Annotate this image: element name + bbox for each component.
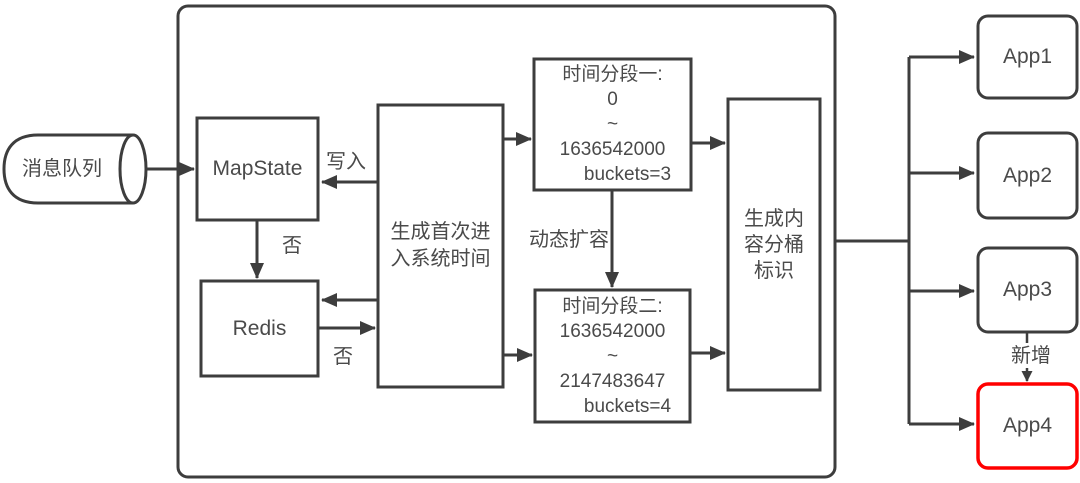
edge-label-no-mapstate: 否 <box>282 235 302 257</box>
gen-first-time-line2: 入系统时间 <box>390 248 491 270</box>
segment2-label: 时间分段二: 1636542000 ~ 2147483647 buckets=4 <box>535 294 690 422</box>
app2-label: App2 <box>1002 163 1053 187</box>
edge-label-dynamic-expand: 动态扩容 <box>529 229 609 251</box>
mapstate-label: MapState <box>212 157 303 181</box>
bucket-id-line3: 标识 <box>754 259 794 282</box>
edge-label-no-redis: 否 <box>333 346 353 368</box>
segment1-title: 时间分段一: <box>562 64 663 85</box>
segment1-buckets: buckets=3 <box>583 164 672 185</box>
edge-label-newly-added: 新增 <box>1005 343 1057 368</box>
bucket-id-line1: 生成内 <box>744 207 804 230</box>
segment2-buckets: buckets=4 <box>583 396 672 417</box>
gen-first-time-line1: 生成首次进 <box>390 221 491 243</box>
segment2-title: 时间分段二: <box>562 296 663 317</box>
app1-label: App1 <box>1002 45 1053 69</box>
edge-label-write-in: 写入 <box>326 151 366 173</box>
app3-label: App3 <box>1002 278 1053 302</box>
node-gen-first-time-box <box>376 103 505 389</box>
gen-first-time-label: 生成首次进 入系统时间 <box>378 105 503 387</box>
node-app2-box <box>976 131 1079 220</box>
node-mapstate-box <box>195 116 320 222</box>
node-app4-box-highlighted <box>976 382 1079 470</box>
node-bucket-id-box <box>726 97 822 392</box>
message-queue-cylinder-cap <box>118 133 148 205</box>
segment1-tilde: ~ <box>606 114 619 135</box>
app4-label: App4 <box>1002 414 1053 438</box>
bucket-id-label: 生成内 容分桶 标识 <box>728 99 820 390</box>
bucket-id-line2: 容分桶 <box>744 233 804 256</box>
segment1-range-start: 0 <box>607 89 618 110</box>
node-segment1-box <box>532 57 693 192</box>
segment2-tilde: ~ <box>606 346 619 367</box>
node-app1-box <box>976 14 1079 100</box>
segment2-range-start: 1636542000 <box>559 321 666 342</box>
node-segment2-box <box>533 288 692 424</box>
node-app3-box <box>976 246 1079 334</box>
message-queue-cylinder-body <box>2 133 133 205</box>
message-queue-label: 消息队列 <box>22 158 102 180</box>
segment1-label: 时间分段一: 0 ~ 1636542000 buckets=3 <box>534 62 691 190</box>
segment2-range-end: 2147483647 <box>559 371 666 392</box>
segment1-range-end: 1636542000 <box>559 139 666 160</box>
redis-label: Redis <box>232 316 287 340</box>
